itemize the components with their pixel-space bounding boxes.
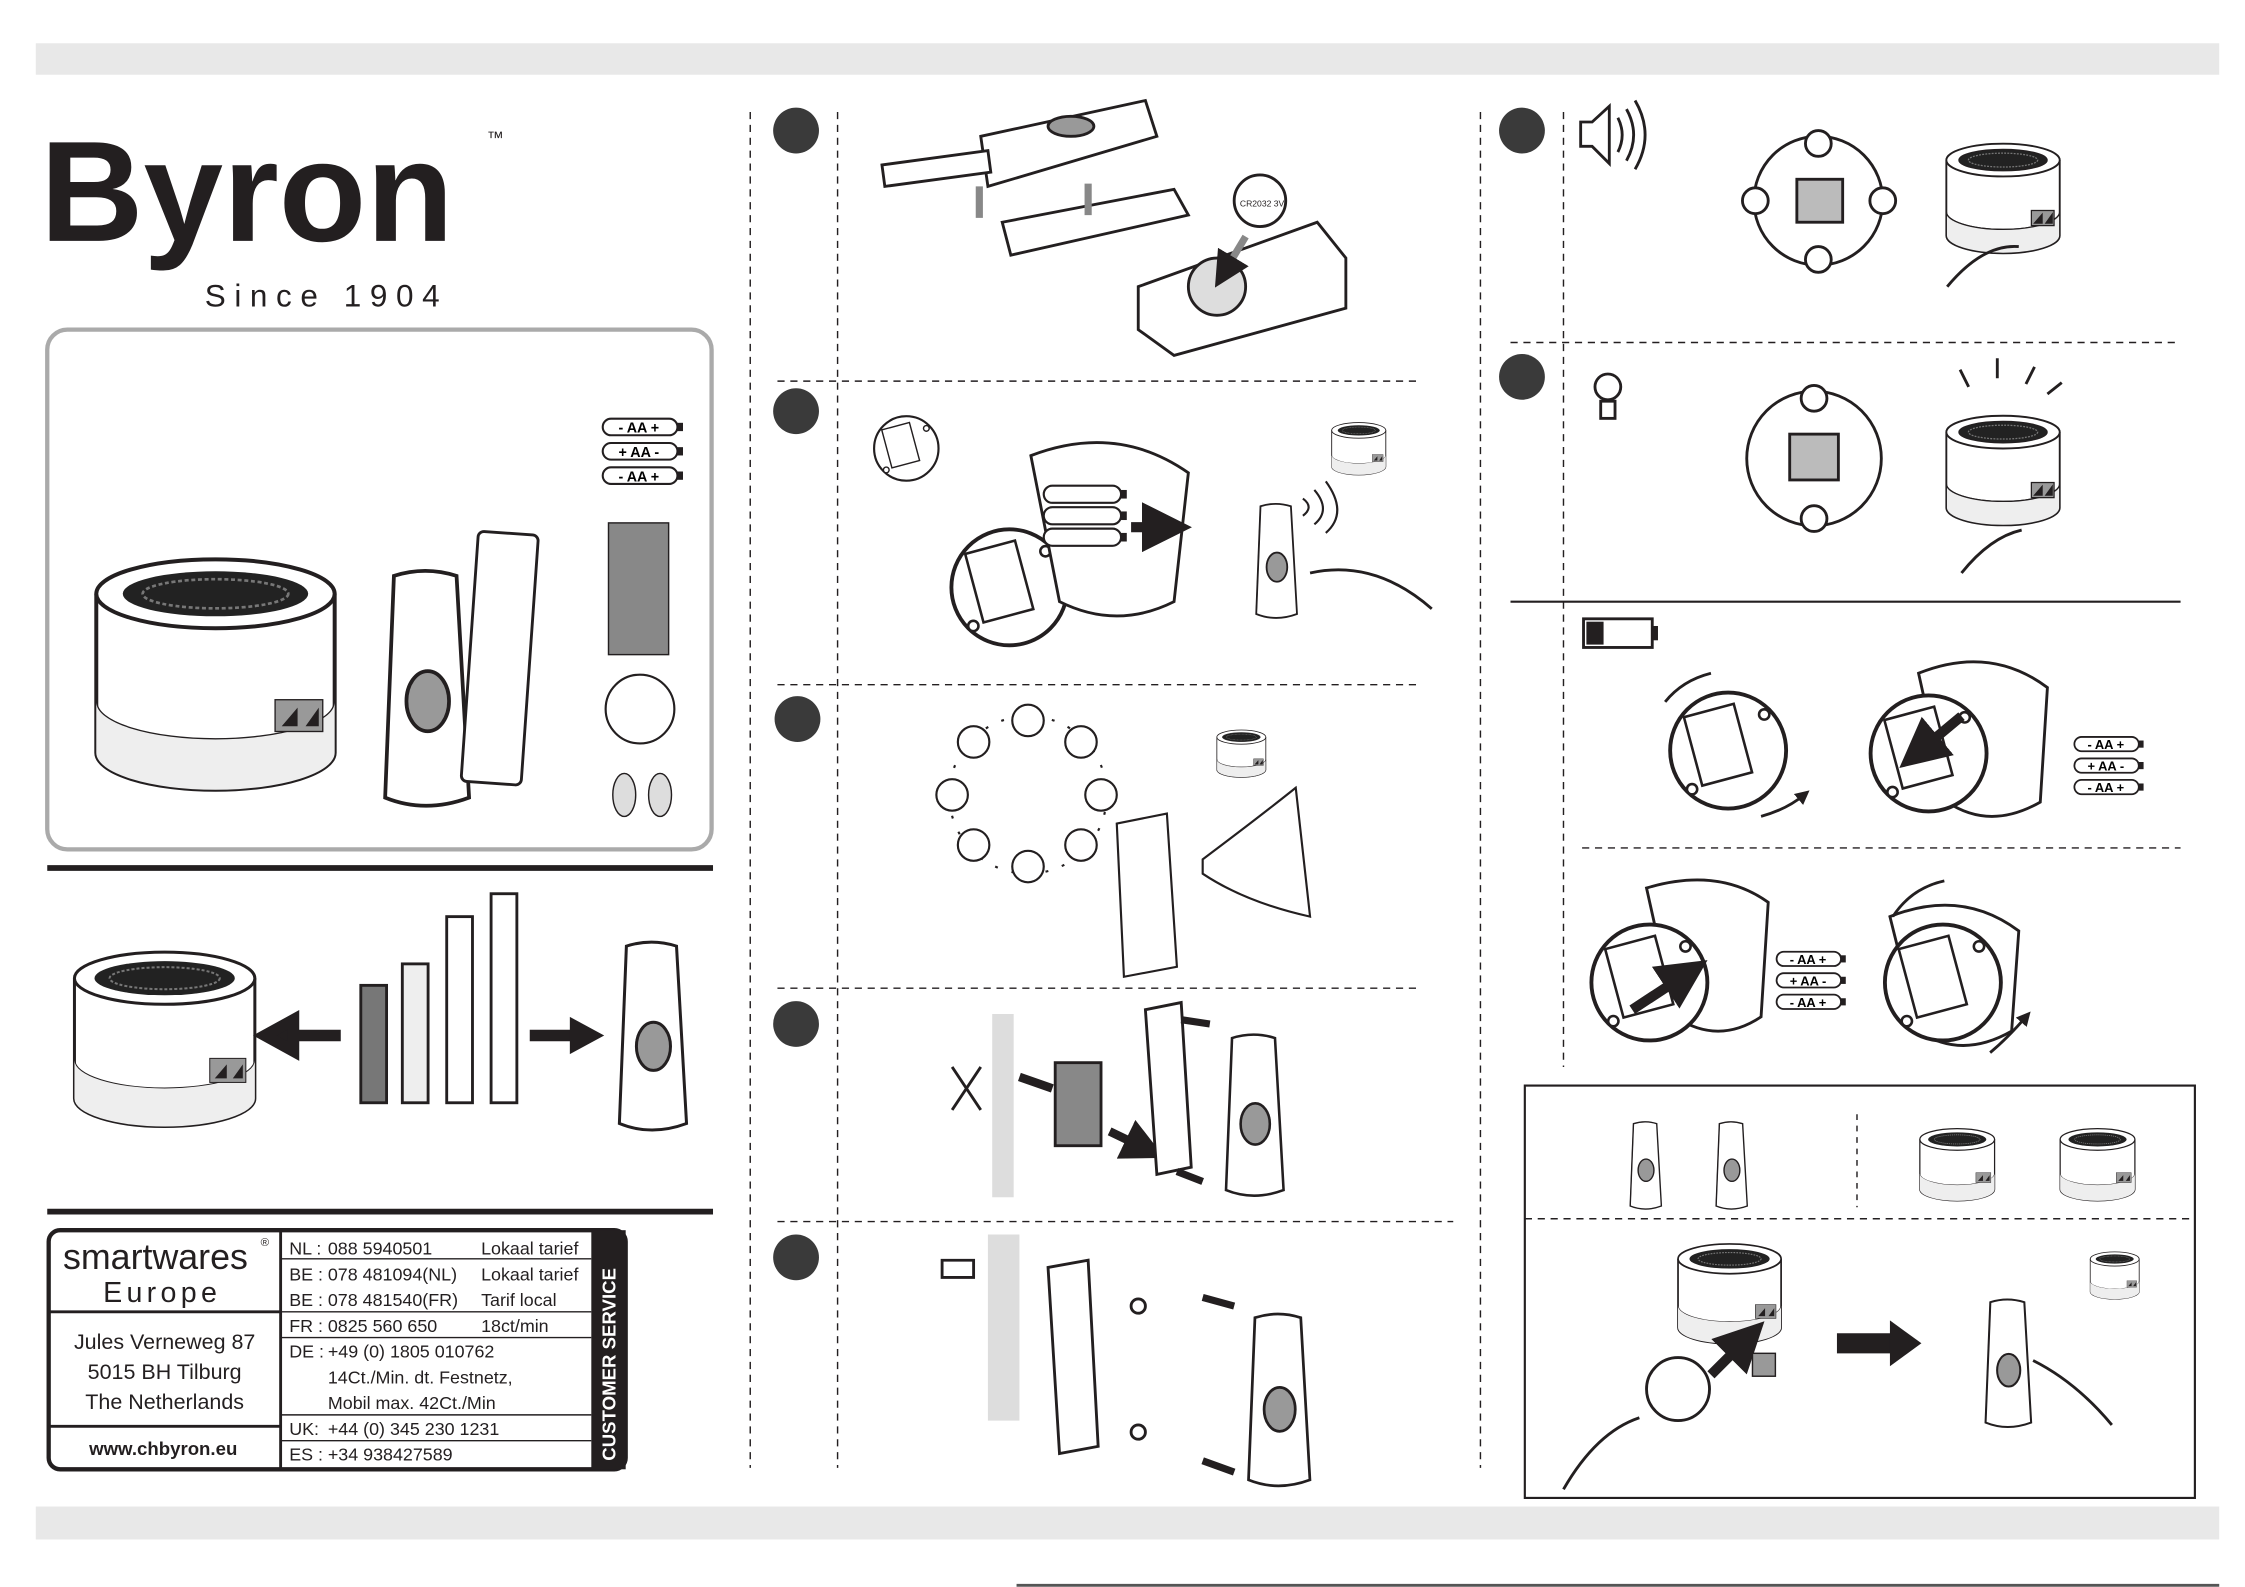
step-marker-5 <box>773 1234 819 1281</box>
phone-number: +44 (0) 345 230 1231 <box>328 1419 500 1439</box>
step-marker-4 <box>773 1001 819 1047</box>
step-marker-3 <box>774 696 821 742</box>
byron-logo: Byron ™ Since 1904 <box>40 112 504 314</box>
step4-illustration <box>950 1000 1286 1198</box>
country-code: FR : <box>289 1316 323 1336</box>
battery-label: - AA + <box>1790 952 1827 967</box>
timer-icon <box>1645 1356 1711 1423</box>
contact-table: smartwares ® Europe Jules Verneweg 87 50… <box>46 1228 628 1472</box>
website-link[interactable]: www.chbyron.eu <box>88 1438 237 1459</box>
phone-number: +49 (0) 1805 010762 <box>328 1342 495 1362</box>
top-band <box>35 43 2220 75</box>
rate-note: 14Ct./Min. dt. Festnetz, <box>328 1367 513 1387</box>
country-code: BE : <box>289 1264 323 1284</box>
company-region: Europe <box>103 1277 221 1309</box>
battery-label: - AA + <box>619 469 660 485</box>
step6-illustration <box>1579 99 2061 288</box>
address-line: Jules Verneweg 87 <box>74 1330 255 1354</box>
phone-number: 0825 560 650 <box>328 1316 437 1336</box>
rate-note: Mobil max. 42Ct./Min <box>328 1393 496 1413</box>
screw-plug <box>647 772 673 818</box>
pairing-box <box>1523 1084 2196 1499</box>
step-marker-6 <box>1499 107 1545 154</box>
battery-label: - AA + <box>1790 995 1827 1010</box>
address-line: 5015 BH Tilburg <box>88 1360 242 1384</box>
battery-label: - AA + <box>619 421 660 437</box>
country-code: UK: <box>289 1419 319 1439</box>
step-marker-7 <box>1499 353 1545 400</box>
coin-cell <box>604 673 676 745</box>
customer-service-label: CUSTOMER SERVICE <box>599 1268 620 1461</box>
address-line: The Netherlands <box>85 1390 244 1414</box>
batteries: - AA + + AA - - AA + <box>601 417 685 485</box>
range-illustration <box>74 892 689 1132</box>
phone-number: 078 481094(NL) <box>328 1264 457 1284</box>
registered-mark: ® <box>261 1237 270 1249</box>
bottom-band <box>35 1506 2220 1540</box>
step7-illustration <box>1593 358 2063 574</box>
speaker-icon <box>1579 103 1611 167</box>
brand-name: Byron <box>40 112 454 272</box>
battery-replacement: - AA + + AA - - AA + - AA + + AA - - AA … <box>1582 617 2145 1054</box>
country-code: NL : <box>289 1239 321 1259</box>
battery-label: + AA - <box>1790 973 1827 988</box>
battery-label: - AA + <box>2088 780 2125 795</box>
step-marker-1 <box>773 107 819 154</box>
country-code: ES : <box>289 1445 323 1465</box>
rate: Tarif local <box>481 1290 557 1310</box>
company-name: smartwares <box>63 1237 248 1277</box>
rate: Lokaal tarief <box>481 1239 578 1259</box>
low-battery-icon <box>1582 617 1658 649</box>
step5-illustration <box>940 1234 1312 1488</box>
country-code: BE : <box>289 1290 323 1310</box>
battery-label: + AA - <box>2088 759 2125 774</box>
battery-label: + AA - <box>619 445 660 461</box>
adhesive-pad <box>607 522 670 656</box>
step3-illustration <box>935 703 1312 979</box>
step-marker-2 <box>773 388 819 435</box>
step-markers <box>773 107 1545 1281</box>
step1-illustration: CR2032 3V <box>880 98 1348 357</box>
rate: 18ct/min <box>481 1316 549 1336</box>
phone-number: +34 938427589 <box>328 1445 453 1465</box>
package-contents: - AA + + AA - - AA + <box>45 327 714 852</box>
phone-number: 088 5940501 <box>328 1239 432 1259</box>
step2-illustration <box>873 415 1433 648</box>
trademark: ™ <box>487 127 504 147</box>
screw-plug <box>612 772 637 818</box>
phone-number: 078 481540(FR) <box>328 1290 458 1310</box>
bulb-icon <box>1593 372 1623 402</box>
battery-label: - AA + <box>2088 737 2125 752</box>
rate: Lokaal tarief <box>481 1264 578 1284</box>
brand-tagline: Since 1904 <box>205 278 448 314</box>
column-guides <box>749 111 2181 1468</box>
country-code: DE : <box>289 1342 324 1362</box>
coin-cell-label: CR2032 3V <box>1240 198 1285 208</box>
